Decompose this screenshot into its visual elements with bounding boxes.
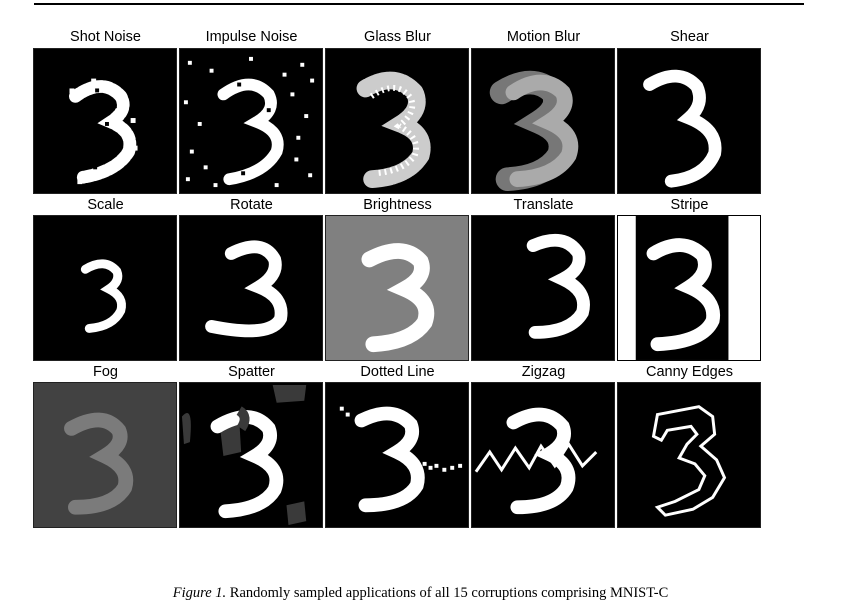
panel-label-fog: Fog (93, 364, 118, 380)
panel-label-dotted-line: Dotted Line (360, 364, 435, 380)
panel-label-motion-blur: Motion Blur (506, 29, 581, 45)
panel-brightness (325, 215, 469, 361)
panel-label-stripe: Stripe (670, 197, 709, 213)
panel-scale (33, 215, 177, 361)
top-rule (34, 3, 804, 5)
panel-impulse-noise (179, 48, 323, 194)
panel-label-canny-edges: Canny Edges (645, 364, 734, 380)
panel-label-brightness: Brightness (363, 197, 432, 213)
caption-text: Randomly sampled applications of all 15 … (229, 585, 669, 601)
panel-glass-blur (325, 48, 469, 194)
panel-rotate (179, 215, 323, 361)
panel-shear (617, 48, 761, 194)
panel-dotted-line (325, 382, 469, 528)
panel-translate (471, 215, 615, 361)
panel-label-spatter: Spatter (228, 364, 275, 380)
panel-label-rotate: Rotate (230, 197, 273, 213)
panel-zigzag (471, 382, 615, 528)
panel-label-impulse-noise: Impulse Noise (205, 29, 298, 45)
figure-label: Figure 1. (172, 585, 227, 601)
panel-label-shear: Shear (670, 29, 709, 45)
panel-label-glass-blur: Glass Blur (364, 29, 431, 45)
panel-spatter (179, 382, 323, 528)
panel-stripe (617, 215, 761, 361)
figure-caption: Figure 1. Randomly sampled applications … (0, 585, 841, 602)
panel-canny-edges (617, 382, 761, 528)
panel-fog (33, 382, 177, 528)
panel-label-scale: Scale (87, 197, 124, 213)
panel-label-translate: Translate (513, 197, 574, 213)
panel-shot-noise (33, 48, 177, 194)
panel-motion-blur (471, 48, 615, 194)
panel-label-zigzag: Zigzag (521, 364, 566, 380)
panel-label-shot-noise: Shot Noise (70, 29, 141, 45)
